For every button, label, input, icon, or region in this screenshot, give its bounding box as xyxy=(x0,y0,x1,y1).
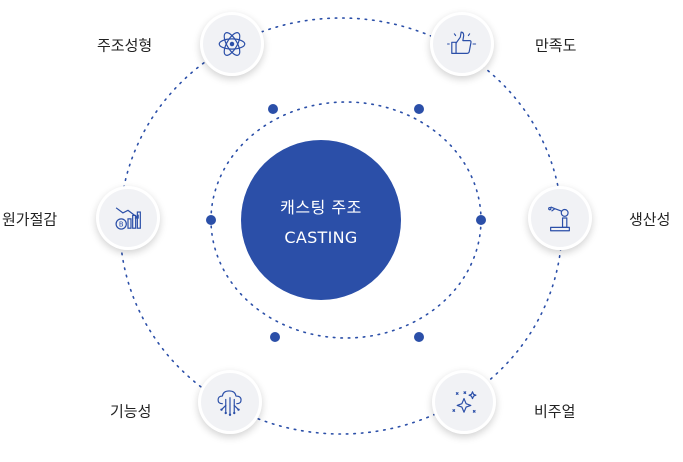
node-label-cost-reduction: 원가절감 xyxy=(2,210,58,229)
thumbs-up-icon xyxy=(446,31,477,54)
robot-arm-icon xyxy=(548,206,570,232)
cost-down-chart-icon: B xyxy=(115,207,141,230)
atom-icon xyxy=(218,32,246,56)
svg-text:B: B xyxy=(119,221,124,229)
ring-dot xyxy=(268,104,278,114)
node-label-productivity: 생산성 xyxy=(629,210,671,229)
node-productivity[interactable] xyxy=(528,186,592,250)
center-title-ko: 캐스팅 주조 xyxy=(280,197,362,217)
ring-dot xyxy=(414,104,424,114)
node-functionality[interactable] xyxy=(198,370,262,434)
node-molding[interactable] xyxy=(200,12,264,76)
node-label-functionality: 기능성 xyxy=(110,402,152,421)
node-label-molding: 주조성형 xyxy=(97,36,153,55)
center-circle: 캐스팅 주조 CASTING xyxy=(241,140,401,300)
cloud-network-icon xyxy=(217,390,242,416)
ring-dot xyxy=(476,215,486,225)
node-label-visual: 비주얼 xyxy=(534,402,576,421)
node-label-satisfaction: 만족도 xyxy=(535,36,577,55)
node-visual[interactable] xyxy=(432,370,496,434)
node-cost-reduction[interactable]: B xyxy=(96,186,160,250)
ring-dot xyxy=(270,332,280,342)
node-satisfaction[interactable] xyxy=(430,12,494,76)
sparkles-icon xyxy=(452,391,477,413)
ring-dot xyxy=(414,332,424,342)
center-title-en: CASTING xyxy=(284,227,358,247)
ring-dot xyxy=(206,215,216,225)
